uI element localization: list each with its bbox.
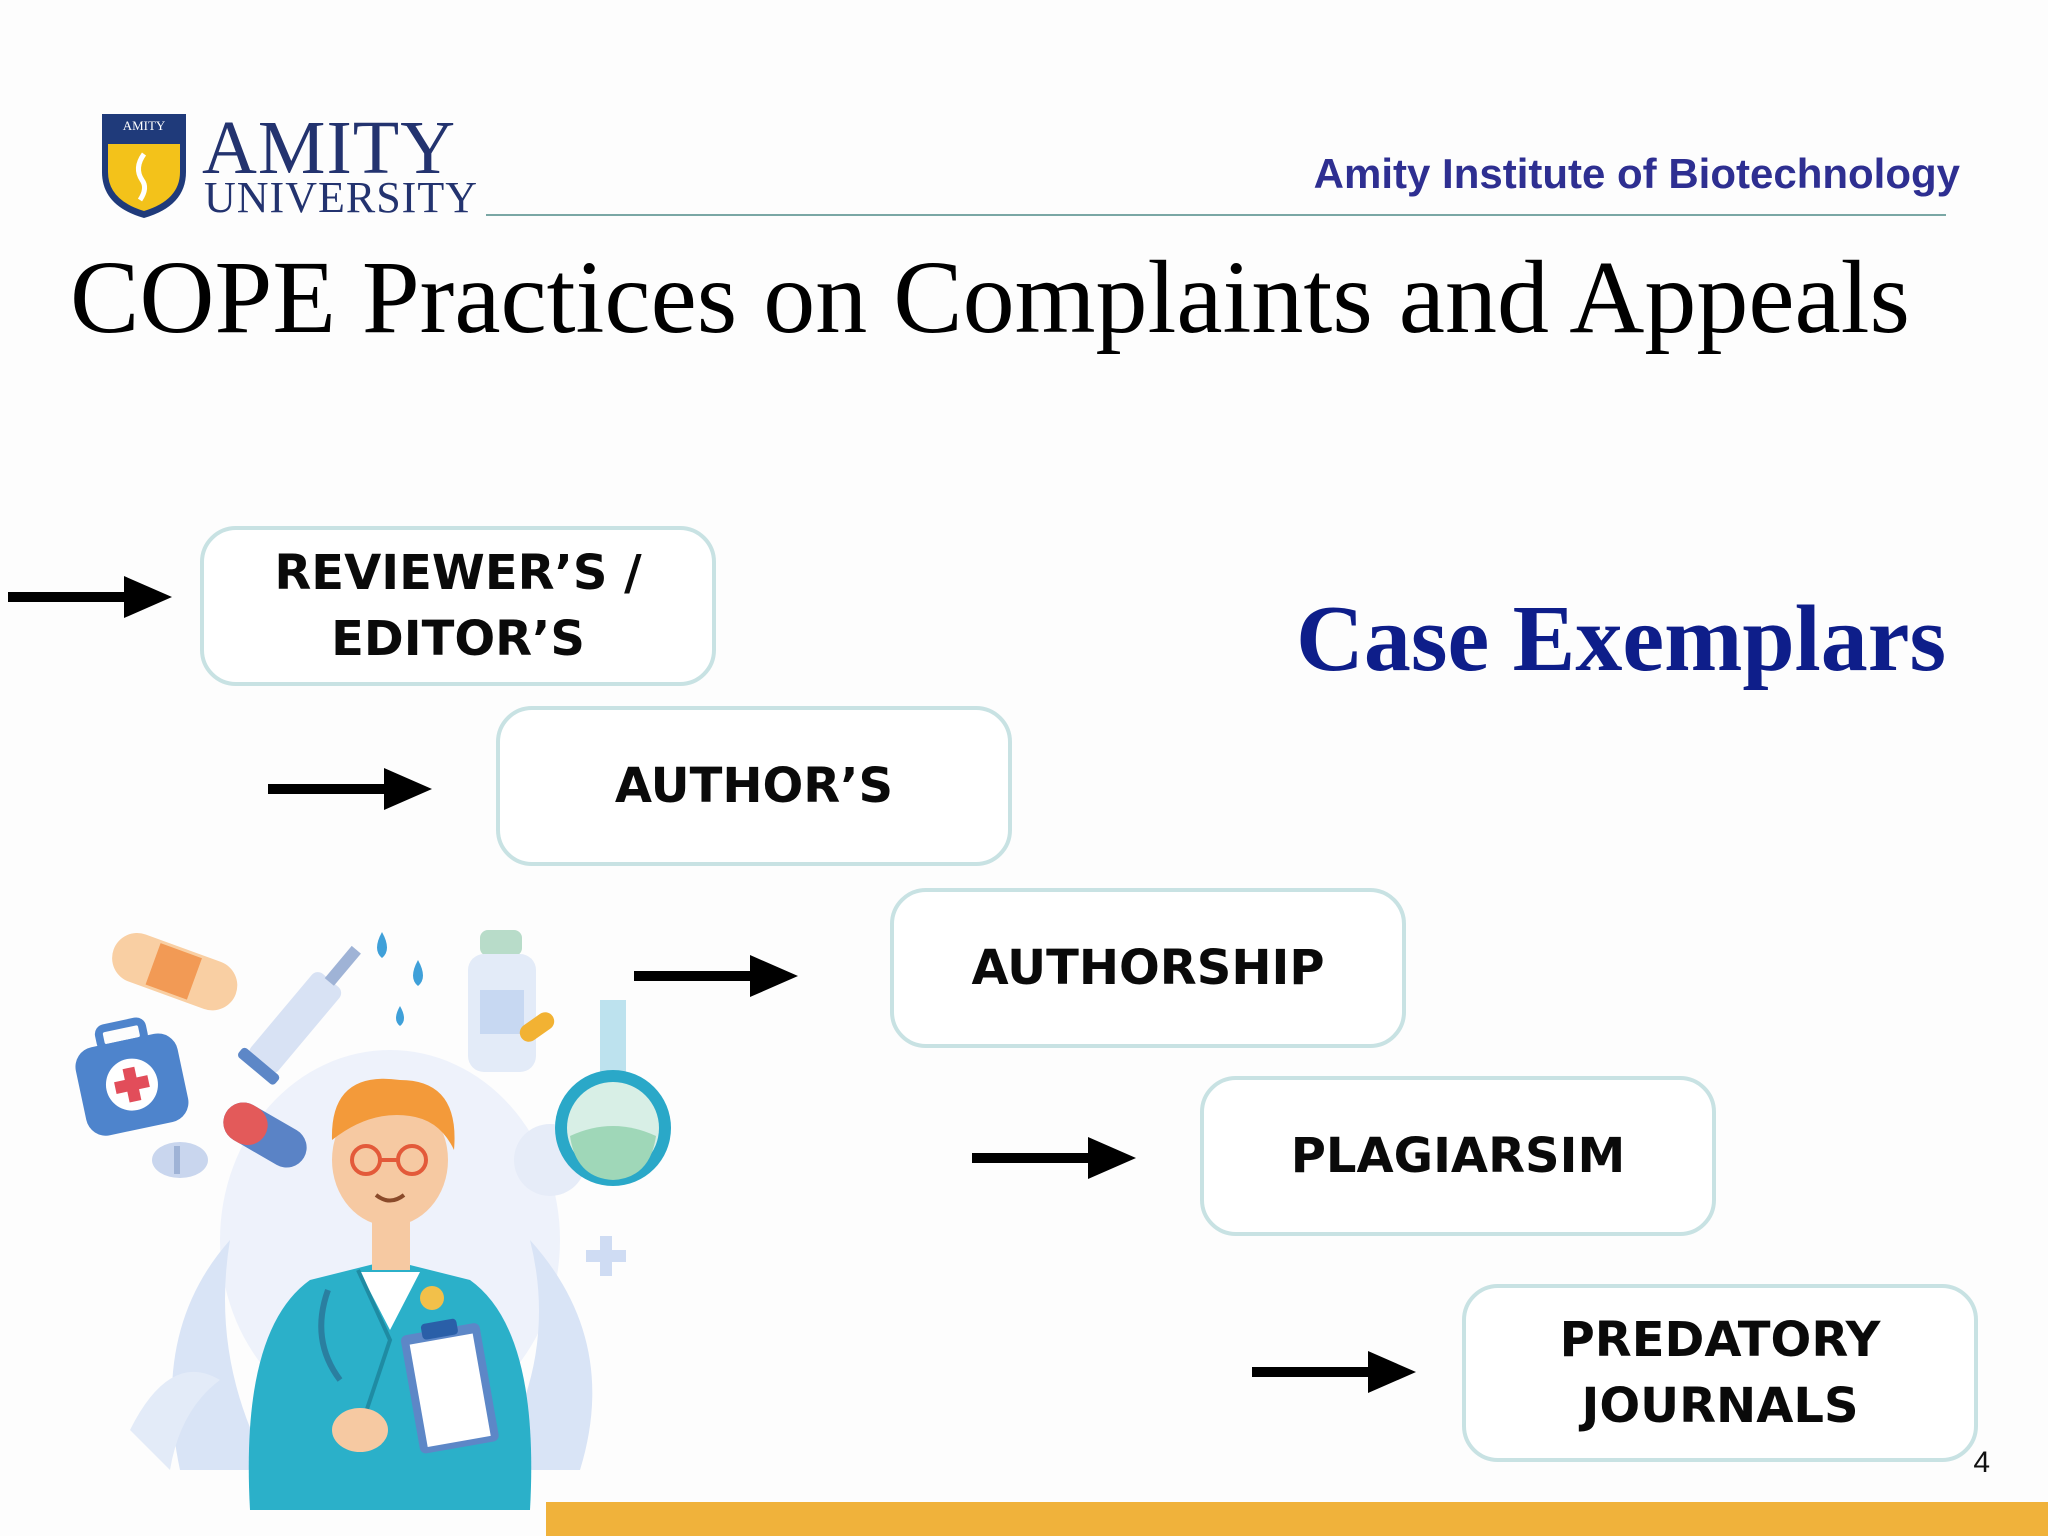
arrow-right-icon [634,953,798,999]
box-authorship: AUTHORSHIP [890,888,1406,1048]
doctor-illustration [75,930,671,1510]
box-label: PREDATORY [1559,1312,1881,1368]
box-predatory-journals: PREDATORY JOURNALS [1462,1284,1978,1462]
box-reviewers-editors: REVIEWER’S / EDITOR’S [200,526,716,686]
case-exemplars-heading: Case Exemplars [1296,587,1947,691]
box-label: EDITOR’S [331,611,585,667]
box-label: PLAGIARSIM [1290,1128,1626,1184]
box-label: JOURNALS [1581,1378,1859,1434]
logo-text-amity: AMITY [202,106,457,190]
footer-bar [546,1502,2048,1536]
arrow-right-icon [1252,1349,1416,1395]
logo-text-university: UNIVERSITY [204,173,478,222]
arrow-right-icon [268,766,432,812]
amity-logo: AMITY AMITY UNIVERSITY [98,110,477,220]
flask-icon [555,1000,671,1186]
page-number: 4 [1973,1446,1990,1479]
box-label: AUTHORSHIP [971,940,1325,996]
syringe-icon [238,945,361,1085]
svg-text:AMITY: AMITY [123,118,166,133]
box-label: REVIEWER’S / [274,545,642,601]
arrow-right-icon [8,574,172,620]
bandage-icon [112,933,238,1011]
box-label: AUTHOR’S [614,758,894,814]
institute-name: Amity Institute of Biotechnology [1313,150,1960,197]
slide-title: COPE Practices on Complaints and Appeals [70,240,1911,355]
box-plagiarism: PLAGIARSIM [1200,1076,1716,1236]
box-authors: AUTHOR’S [496,706,1012,866]
header-divider [486,214,1946,216]
medicine-bottle-icon [468,930,536,1072]
arrow-right-icon [972,1135,1136,1181]
amity-shield-icon: AMITY [102,114,186,218]
pill-icon [152,1142,208,1178]
capsule-icon [223,1102,307,1168]
first-aid-kit-icon [75,1017,189,1136]
